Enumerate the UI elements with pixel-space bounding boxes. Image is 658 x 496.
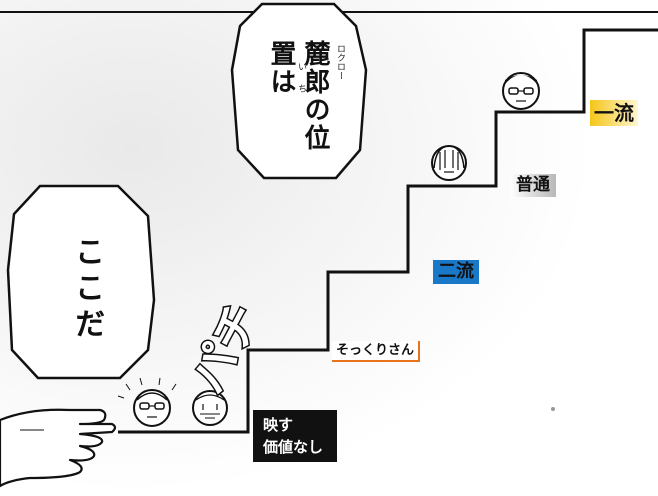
staircase-line	[118, 28, 658, 434]
character-head-glasses-bottom	[117, 377, 177, 427]
character-head-long-hair	[431, 145, 467, 181]
character-head-worried	[192, 390, 228, 426]
character-head-glasses-top	[502, 72, 540, 110]
speech-bubble-left	[6, 184, 156, 380]
label-futsu: 普通	[510, 174, 556, 197]
ruby-rokuro: ロクロー	[335, 44, 345, 80]
speech-bubble-top	[230, 2, 368, 180]
label-ichiryu: 一流	[590, 100, 638, 126]
label-sokkuri: そっくりさん	[332, 341, 421, 362]
label-utsusu-line1: 映す	[263, 416, 294, 434]
label-utsusu-kachi-nashi: 映す 価値なし	[253, 410, 337, 462]
speech-text-top: 麓郎の位置は	[266, 40, 330, 152]
label-utsusu-line2: 価値なし	[263, 438, 324, 456]
ruby-i: い	[296, 62, 306, 71]
speckle	[551, 407, 555, 411]
ruby-chi: ち	[296, 84, 306, 93]
label-niryu: 二流	[433, 260, 479, 284]
pointing-hand	[0, 408, 117, 488]
speech-text-left: ここだ	[69, 236, 104, 344]
